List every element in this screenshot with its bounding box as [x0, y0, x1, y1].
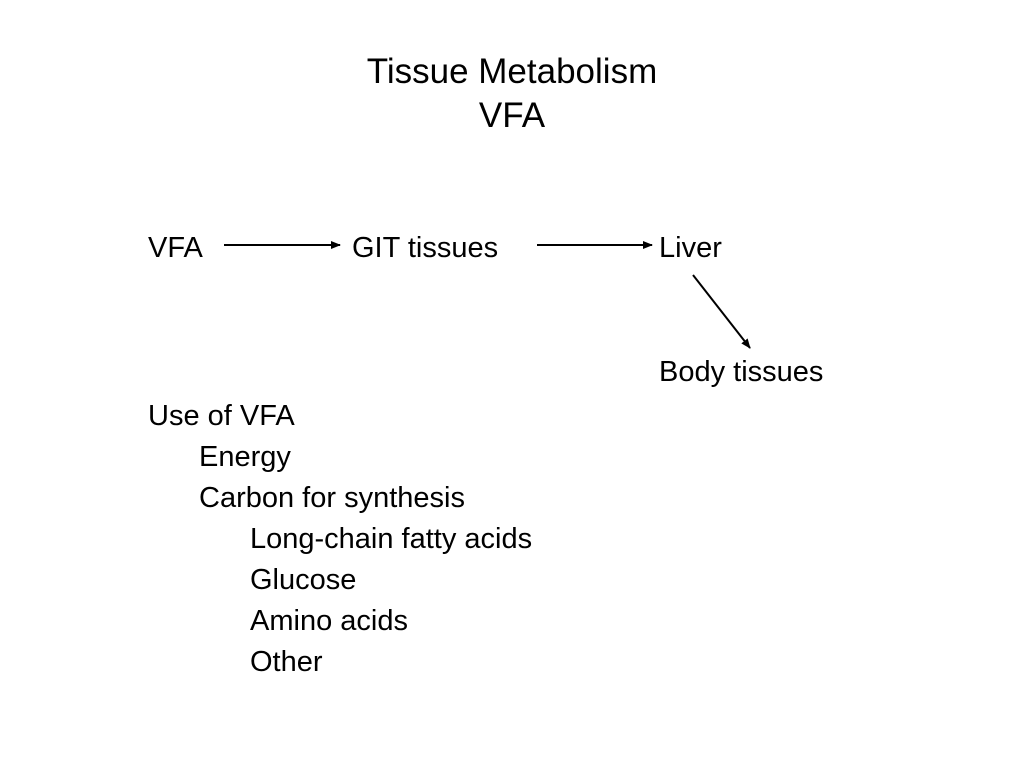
node-git-tissues: GIT tissues: [352, 232, 499, 264]
node-vfa: VFA: [148, 232, 203, 264]
synthesis-item-amino-acids: Amino acids: [250, 605, 408, 637]
synthesis-item-long-chain-fatty-acids: Long-chain fatty acids: [250, 523, 533, 555]
synthesis-item-glucose: Glucose: [250, 564, 357, 596]
title-line-2: VFA: [478, 96, 546, 135]
arrow-liver-to-body: [692, 274, 751, 349]
synthesis-item-other: Other: [250, 646, 323, 678]
slide-title: Tissue Metabolism VFA: [0, 50, 1024, 138]
use-item-carbon-for-synthesis: Carbon for synthesis: [199, 482, 465, 514]
uses-list: Use of VFA Energy Carbon for synthesis L…: [148, 396, 532, 683]
node-liver: Liver: [659, 232, 722, 264]
use-item-energy: Energy: [199, 441, 291, 473]
title-line-1: Tissue Metabolism: [366, 52, 658, 91]
uses-heading: Use of VFA: [148, 400, 295, 432]
node-body-tissues: Body tissues: [659, 356, 824, 388]
